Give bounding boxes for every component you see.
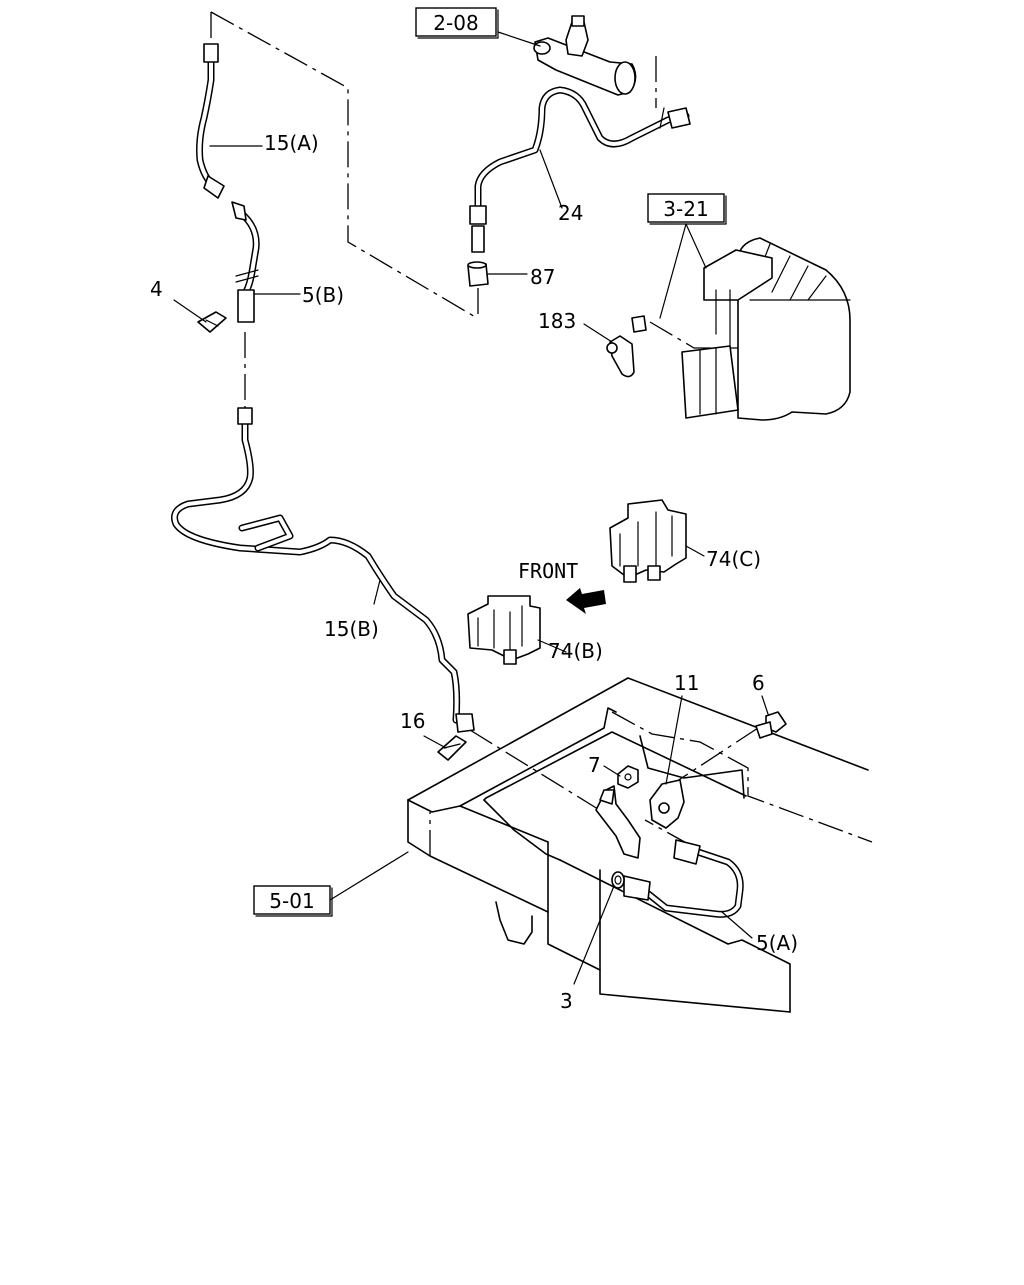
clip-74c [609, 499, 687, 583]
clamp-183 [606, 315, 647, 378]
pipe-24 [469, 86, 691, 253]
label-front: FRONT [518, 559, 578, 583]
label-7: 7 [588, 753, 601, 777]
leader-lines [173, 31, 769, 985]
label-5a: 5(A) [756, 931, 798, 955]
pipe-15b [171, 407, 475, 733]
ref-label-2-08: 2-08 [433, 11, 478, 35]
nut-7 [617, 765, 639, 789]
hose-5a [623, 839, 744, 918]
ref-label-5-01: 5-01 [269, 889, 314, 913]
label-16: 16 [400, 709, 425, 733]
master-cylinder [533, 15, 637, 96]
clip-74b [467, 595, 541, 665]
ref-box-5-01[interactable]: 5-01 [253, 885, 333, 917]
clip-4 [197, 311, 227, 333]
label-74c: 74(C) [706, 547, 761, 571]
bolt-6 [755, 711, 787, 739]
hose-5b [231, 201, 260, 323]
ref-box-3-21[interactable]: 3-21 [647, 193, 727, 225]
label-87: 87 [530, 265, 555, 289]
label-15b: 15(B) [324, 617, 379, 641]
label-5b: 5(B) [302, 283, 344, 307]
bracket-11 [649, 779, 685, 829]
label-4: 4 [150, 277, 163, 301]
ref-label-3-21: 3-21 [663, 197, 708, 221]
label-183: 183 [538, 309, 576, 333]
washer-3 [611, 871, 625, 889]
clip-16 [437, 735, 467, 761]
label-74b: 74(B) [548, 639, 603, 663]
release-lever [595, 785, 641, 859]
label-24: 24 [558, 201, 583, 225]
front-arrow-icon [566, 588, 606, 614]
sleeve-87 [467, 261, 489, 287]
label-6: 6 [752, 671, 765, 695]
label-3: 3 [560, 989, 573, 1013]
ref-box-2-08[interactable]: 2-08 [415, 7, 499, 39]
pipe-15a [196, 43, 225, 199]
label-15a: 15(A) [264, 131, 319, 155]
label-11: 11 [674, 671, 699, 695]
chassis-frame [407, 677, 873, 1013]
reservoir-assembly [681, 237, 851, 421]
